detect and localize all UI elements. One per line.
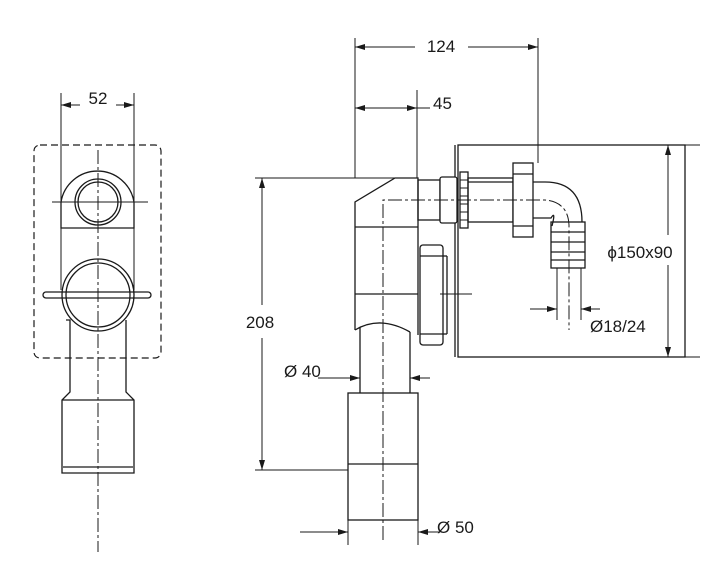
side-nut bbox=[419, 244, 444, 346]
outlet-diameter-label: Ø 50 bbox=[437, 518, 474, 537]
wall-box bbox=[457, 144, 686, 358]
hose-diameter-label: Ø18/24 bbox=[590, 317, 646, 336]
side-view: 52 bbox=[33, 89, 162, 552]
top-boss bbox=[60, 170, 135, 229]
box-size-label: ϕ150x90 bbox=[607, 243, 672, 262]
height-dimension-label: 208 bbox=[246, 313, 274, 332]
hose-barb bbox=[550, 221, 586, 269]
offset-dimension-label: 45 bbox=[433, 94, 452, 113]
front-view: 124 45 208 ϕ150x90 bbox=[246, 37, 700, 545]
depth-dimension-label: 124 bbox=[427, 37, 455, 56]
width-dimension-label: 52 bbox=[89, 89, 108, 108]
inlet-diameter-label: Ø 40 bbox=[284, 362, 321, 381]
lug-bar bbox=[42, 291, 152, 299]
